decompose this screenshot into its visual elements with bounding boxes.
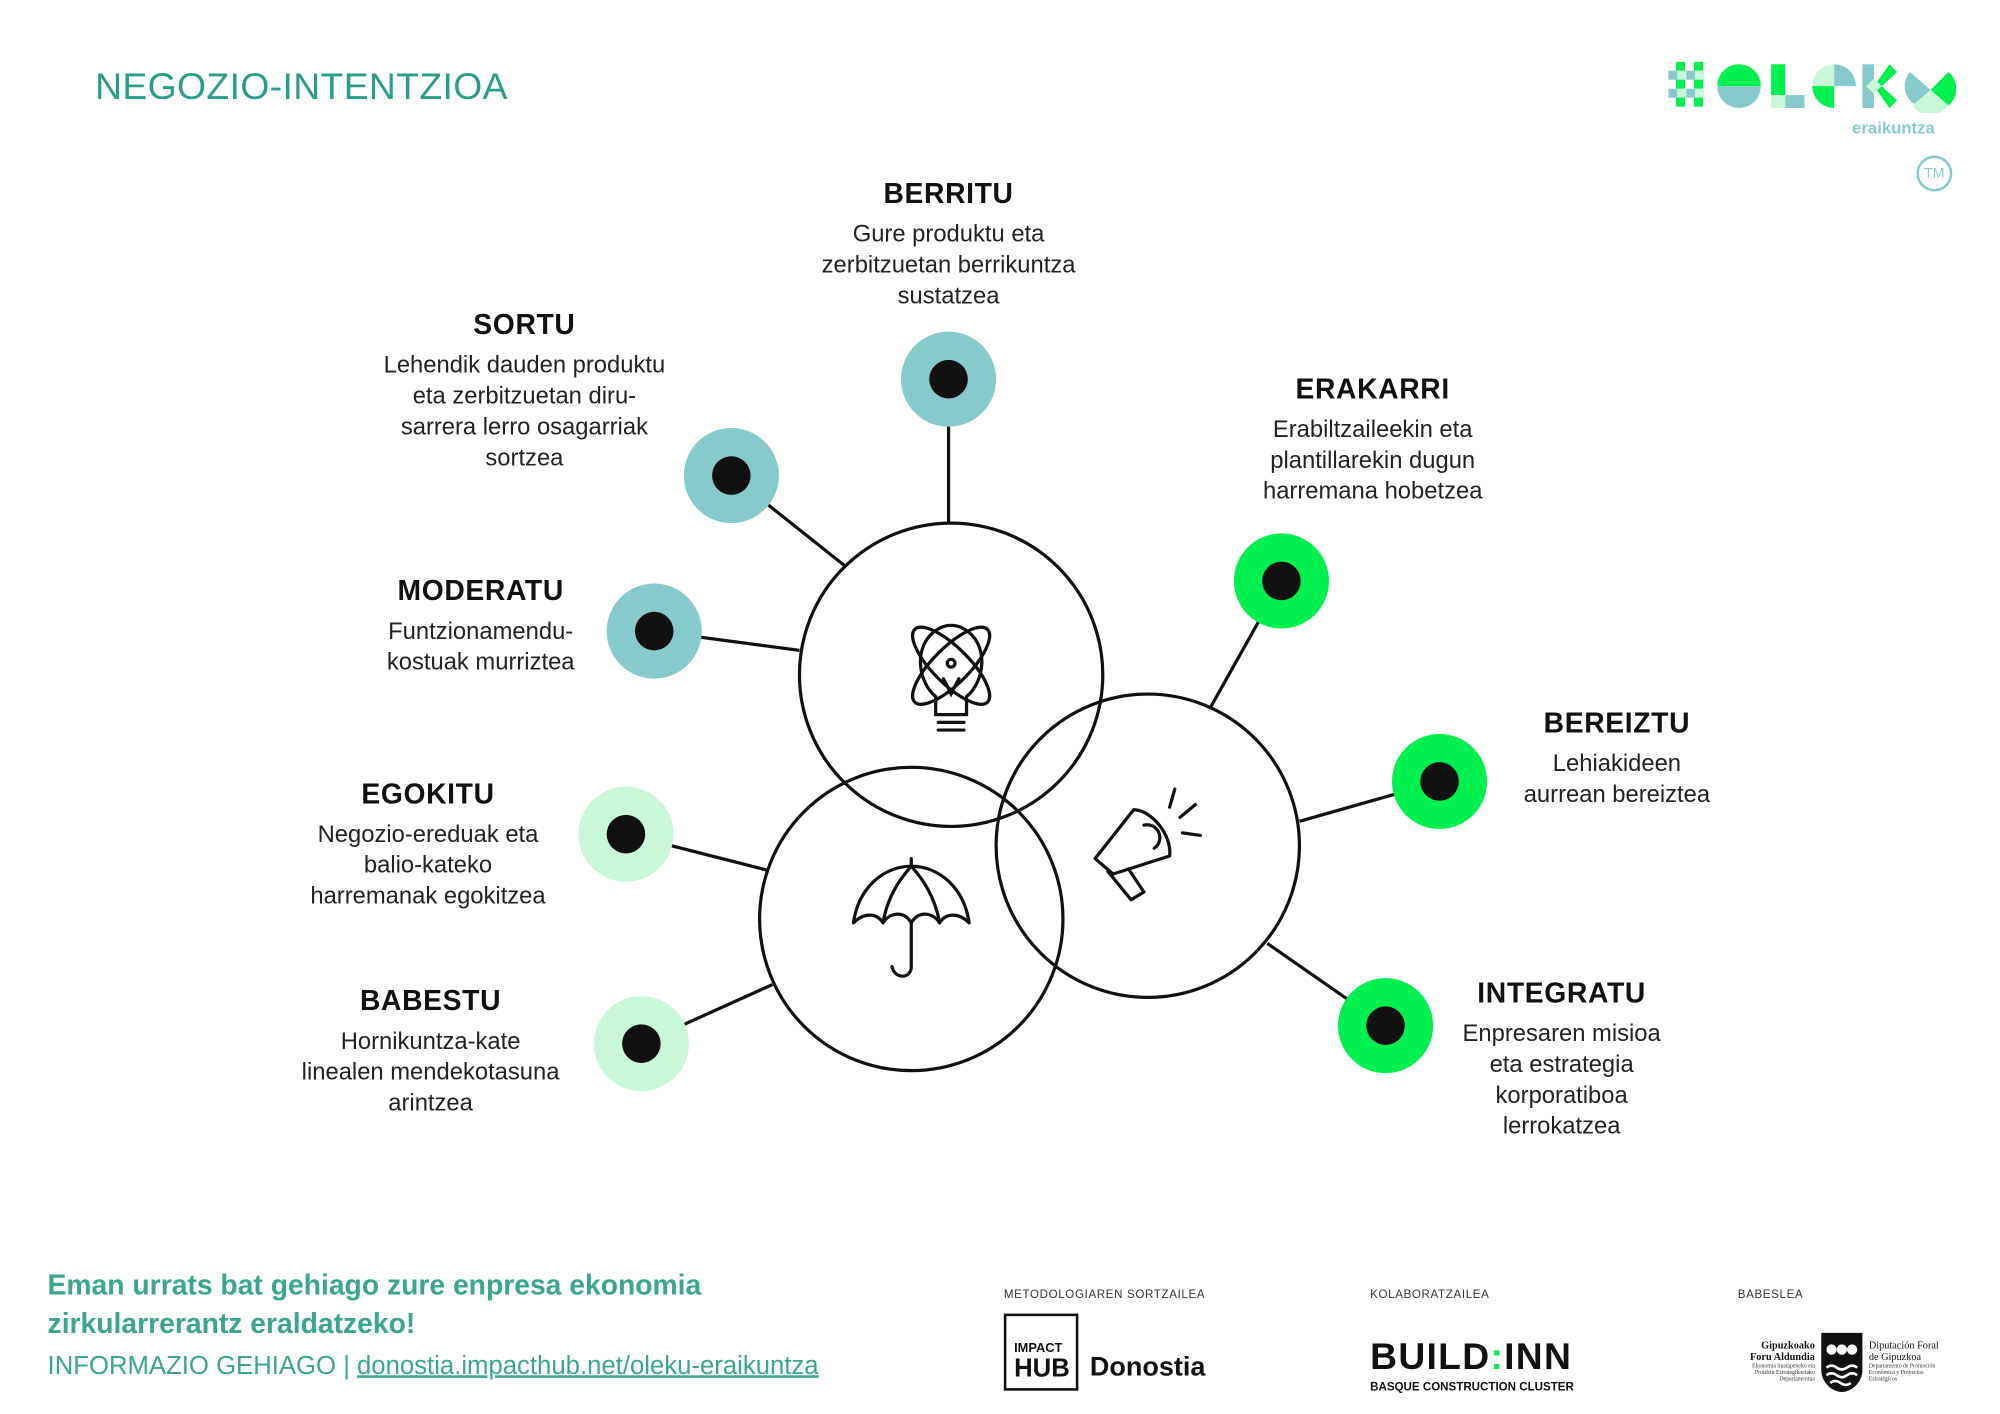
node-title: BEREIZTU — [1543, 706, 1691, 740]
sponsor-label-creator: METODOLOGIAREN SORTZAILEA — [1003, 1287, 1206, 1301]
node-title: BERRITU — [883, 177, 1014, 210]
node-egokitu: EGOKITU Negozio-ereduak eta balio-kateko … — [310, 778, 545, 912]
node-dot-babestu — [622, 1024, 661, 1063]
node-title: BABESTU — [359, 984, 502, 1017]
gipuzkoa-shield-icon — [1821, 1332, 1863, 1392]
info-link[interactable]: donostia.impacthub.net/oleku-eraikuntza — [357, 1352, 819, 1381]
call-to-action: Eman urrats bat gehiago zure enpresa eko… — [47, 1268, 702, 1340]
node-bereiztu: BEREIZTU Lehiakideen aurrean bereiztea — [1524, 707, 1710, 810]
node-dot-egokitu — [606, 814, 646, 854]
logo-text: HUB — [1014, 1354, 1070, 1383]
node-integratu: INTEGRATU Enpresaren misioa eta estrategi… — [1463, 977, 1661, 1142]
node-title: MODERATU — [397, 574, 564, 607]
node-title: INTEGRATU — [1477, 976, 1646, 1009]
node-text: Negozio-ereduak eta balio-kateko harrema… — [310, 820, 546, 909]
oleku-logo — [1668, 61, 1957, 114]
more-info: INFORMAZIO GEHIAGO | donostia.impacthub.… — [48, 1352, 819, 1382]
node-dot-moderatu — [634, 611, 674, 651]
node-text: Funtzionamendu- kostuak murriztea — [386, 616, 575, 675]
node-text: Gure produktu eta zerbitzuetan berrikunt… — [821, 219, 1076, 309]
logo-text: IMPACT — [1014, 1341, 1063, 1356]
logo-text: BUILD — [1370, 1336, 1491, 1378]
node-text: Enpresaren misioa eta estrategia korpora… — [1462, 1019, 1661, 1139]
node-dot-sortu — [712, 456, 751, 495]
umbrella-icon — [851, 856, 971, 978]
node-text: Lehendik dauden produktu eta zerbitzueta… — [383, 350, 666, 471]
logo-text: Ekonomia Sustapeneko eta Proiektu Estrat… — [1752, 1362, 1815, 1382]
logo-text: INN — [1504, 1336, 1573, 1378]
logo-text: Departamento de Promoción Económica y Pr… — [1868, 1362, 1936, 1382]
node-title: EGOKITU — [361, 777, 495, 810]
node-erakarri: ERAKARRI Erabiltzaileekin eta plantillare… — [1263, 373, 1482, 507]
trademark-badge: TM — [1916, 155, 1953, 192]
buildinn-tagline: BASQUE CONSTRUCTION CLUSTER — [1370, 1380, 1574, 1394]
sponsor-label-sponsor: BABESLEA — [1737, 1287, 1804, 1301]
megaphone-icon — [1093, 787, 1203, 902]
impact-hub-name: Donostia — [1089, 1352, 1206, 1382]
node-text: Erabiltzaileekin eta plantillarekin dugu… — [1262, 415, 1483, 504]
node-dot-bereiztu — [1420, 762, 1459, 801]
buildinn-logo: BUILD:INN — [1370, 1336, 1573, 1378]
gipuzkoa-right-text: Diputación Foral de Gipuzkoa Departament… — [1869, 1339, 1959, 1381]
logo-hash-icon — [1668, 61, 1705, 107]
lightbulb-atom-icon — [910, 623, 992, 732]
info-label: INFORMAZIO GEHIAGO | — [47, 1352, 358, 1381]
page-title: NEGOZIO-INTENTZIOA — [95, 66, 508, 108]
sponsor-label-collaborator: KOLABORATZAILEA — [1370, 1287, 1490, 1301]
node-text: Lehiakideen aurrean bereiztea — [1523, 749, 1711, 808]
node-moderatu: MODERATU Funtzionamendu- kostuak murrizte… — [387, 575, 575, 678]
logo-text: Gipuzkoako Foru Aldundia — [1749, 1339, 1815, 1363]
logo-subtitle: eraikuntza — [1852, 118, 1935, 138]
node-dot-erakarri — [1262, 561, 1301, 601]
node-dot-integratu — [1366, 1006, 1405, 1045]
node-berritu: BERRITU Gure produktu eta zerbitzuetan be… — [822, 177, 1076, 311]
node-dot-berritu — [929, 359, 968, 399]
gipuzkoa-left-text: Gipuzkoako Foru Aldundia Ekonomia Sustap… — [1733, 1339, 1815, 1381]
hub-circle-innovation — [797, 521, 1105, 829]
node-sortu: SORTU Lehendik dauden produktu eta zerbit… — [384, 308, 666, 473]
hub-circle-protection — [758, 765, 1065, 1073]
node-babestu: BABESTU Hornikuntza-kate linealen mendeko… — [302, 985, 560, 1119]
impact-hub-logo: IMPACT HUB — [1003, 1313, 1079, 1391]
logo-text: Diputación Foral de Gipuzkoa — [1868, 1339, 1939, 1363]
node-title: SORTU — [473, 308, 576, 341]
node-title: ERAKARRI — [1295, 372, 1450, 405]
node-text: Hornikuntza-kate linealen mendekotasuna … — [301, 1026, 560, 1116]
hub-circle-communication — [994, 692, 1302, 999]
